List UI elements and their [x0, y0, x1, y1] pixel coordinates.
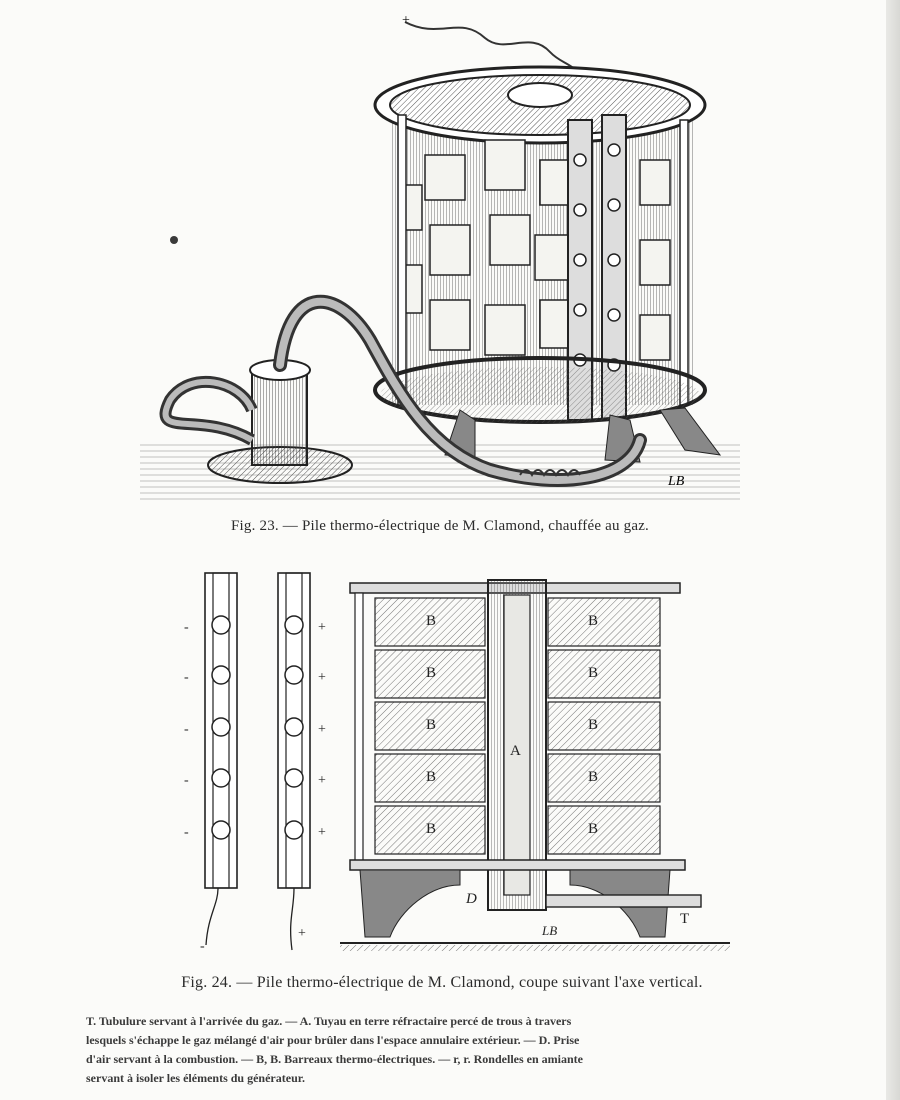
bar-label-b-9: B: [588, 769, 598, 785]
gas-inlet-label-t: T: [680, 911, 689, 927]
thermoelectric-pile-engraving: + LB: [140, 13, 740, 500]
bar-label-b-1: B: [426, 613, 436, 629]
right-wire-sign: +: [298, 926, 306, 941]
plus-sign-2: +: [318, 670, 326, 685]
figure-legend: T. Tubulure servant à l'arrivée du gaz. …: [86, 1012, 816, 1088]
legend-line-4: servant à isoler les éléments du générat…: [86, 1071, 305, 1085]
plus-sign-5: +: [318, 825, 326, 840]
legend-line-2: lesquels s'échappe le gaz mélangé d'air …: [86, 1033, 580, 1047]
wire-plus-mark: +: [402, 13, 410, 28]
minus-sign-5: -: [184, 825, 189, 840]
engraver-signature-2: LB: [541, 923, 557, 938]
engraver-signature: LB: [667, 474, 685, 489]
legend-line-3: d'air servant à la combustion. — B, B. B…: [86, 1052, 583, 1066]
bar-label-b-8: B: [588, 717, 598, 733]
bar-label-b-3: B: [426, 717, 436, 733]
vertical-section-diagram: - - - - - + + + + + - +: [184, 572, 730, 954]
page-edge: [886, 0, 900, 1100]
bar-label-b-2: B: [426, 665, 436, 681]
bar-label-b-7: B: [588, 665, 598, 681]
bar-label-b-5: B: [426, 821, 436, 837]
plus-sign-3: +: [318, 722, 326, 737]
bar-label-b-6: B: [588, 613, 598, 629]
bar-label-b-4: B: [426, 769, 436, 785]
minus-sign-3: -: [184, 722, 189, 737]
minus-sign-4: -: [184, 773, 189, 788]
legend-line-1: T. Tubulure servant à l'arrivée du gaz. …: [86, 1014, 572, 1028]
air-intake-label-d: D: [465, 891, 477, 907]
left-wire-sign: -: [200, 939, 205, 954]
figure-23-illustration: + LB: [140, 10, 740, 510]
minus-sign-1: -: [184, 620, 189, 635]
figure-24-illustration: - - - - - + + + + + - +: [170, 565, 730, 960]
plus-sign-1: +: [318, 620, 326, 635]
plus-sign-4: +: [318, 773, 326, 788]
figure-24-caption: Fig. 24. — Pile thermo-électrique de M. …: [181, 974, 703, 991]
bar-label-b-10: B: [588, 821, 598, 837]
minus-sign-2: -: [184, 670, 189, 685]
figure-23-caption: Fig. 23. — Pile thermo-électrique de M. …: [230, 518, 650, 534]
tube-label-a: A: [510, 743, 521, 759]
ink-spot: [170, 236, 178, 244]
